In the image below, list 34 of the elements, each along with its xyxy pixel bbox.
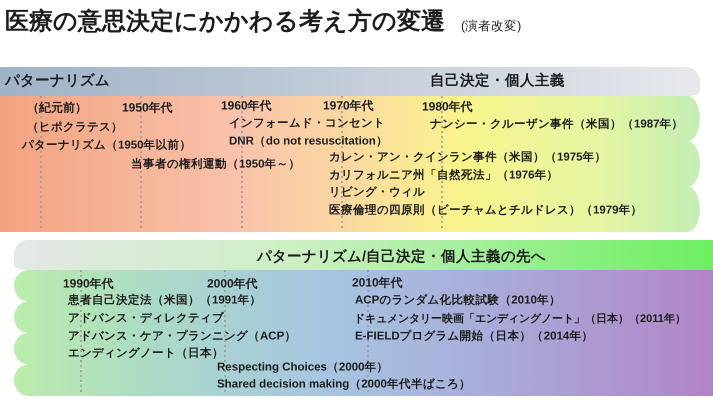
- band-heading: パターナリズム: [5, 74, 110, 90]
- decade-label: 1950年代: [122, 101, 173, 115]
- event-text: （ヒポクラテス）: [27, 122, 123, 134]
- decade-label: 1960年代: [221, 99, 272, 113]
- event-text: エンディングノート（日本）: [68, 348, 224, 360]
- event-text: 患者自己決定法（米国）（1991年）: [68, 294, 262, 308]
- event-text: アドバンス・ディレクティブ: [68, 312, 224, 326]
- decade-label: 2010年代: [352, 276, 403, 290]
- title: 医療の意思決定にかかわる考え方の変遷: [5, 10, 445, 34]
- decade-label: （紀元前）: [27, 101, 87, 115]
- event-text: 当事者の権利運動（1950年～）: [131, 158, 301, 172]
- band-heading: 自己決定・個人主義: [430, 74, 565, 90]
- event-text: カリフォルニア州「自然死法」（1976年）: [329, 170, 559, 182]
- timeline-band: [0, 67, 700, 232]
- event-text: インフォームド・コンセント: [229, 118, 385, 130]
- event-text: ナンシー・クルーザン事件（米国）（1987年）: [430, 118, 684, 132]
- event-text: E-FIELDプログラム開始（日本）（2014年）: [355, 330, 594, 344]
- decade-label: 2000年代: [207, 277, 258, 291]
- event-text: パターナリズム（1950年以前）: [22, 140, 192, 152]
- event-text: アドバンス・ケア・プランニング（ACP）: [68, 330, 296, 344]
- event-text: 医療倫理の四原則（ビーチャムとチルドレス）（1979年）: [329, 204, 643, 218]
- event-text: リビング・ウィル: [329, 186, 425, 200]
- timeline-band: [14, 240, 713, 396]
- decade-label: 1970年代: [323, 99, 374, 113]
- decade-label: 1980年代: [422, 100, 473, 114]
- decade-label: 1990年代: [63, 277, 114, 291]
- event-text: Shared decision making（2000年代半ばころ）: [217, 378, 471, 392]
- note-text: (演者改変): [461, 20, 522, 32]
- event-text: Respecting Choices（2000年）: [217, 362, 389, 374]
- event-text: DNR（do not resuscitation）: [229, 136, 388, 148]
- event-text: ドキュメンタリー映画「エンディングノート」（日本）（2011年）: [354, 312, 686, 326]
- band-heading: パターナリズム/自己決定・個人主義の先へ: [257, 250, 546, 266]
- event-text: ACPのランダム化比較試験（2010年）: [355, 294, 561, 308]
- event-text: カレン・アン・クインラン事件（米国）（1975年）: [329, 152, 607, 164]
